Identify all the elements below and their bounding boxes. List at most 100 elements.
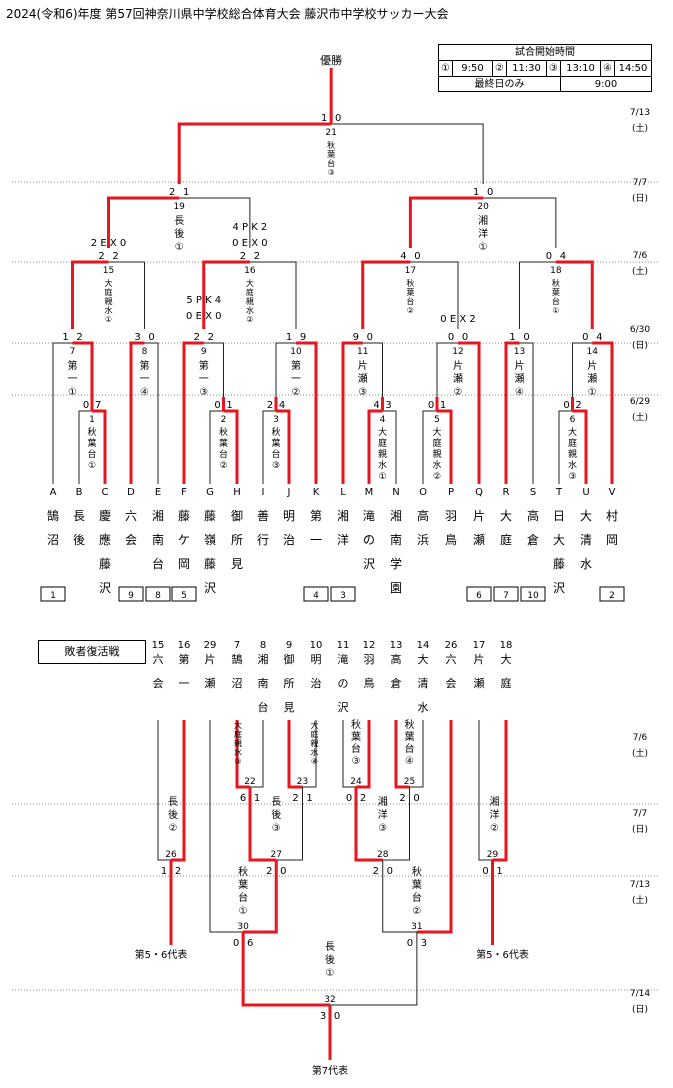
loser-name-5-char: 御	[284, 652, 295, 666]
score-left-m4: 4	[373, 400, 379, 411]
match-no-m30: 30	[237, 922, 249, 932]
team-name-T-char: 日	[553, 509, 565, 523]
venue-m3-char: 台	[271, 448, 280, 460]
venue-m13-char: 片	[515, 359, 525, 372]
venue-m25-char: 葉	[405, 730, 415, 743]
loser-name-12-char: 瀬	[474, 676, 485, 690]
team-letter-U: U	[582, 487, 589, 498]
match-no-m3: 3	[273, 415, 279, 425]
losers-title: 敗者復活戦	[38, 640, 146, 664]
venue-m18-char: 台	[552, 296, 560, 306]
score-left-m17: 4	[400, 251, 406, 262]
loser-name-4: 湘南台	[258, 652, 269, 714]
team-letter-F: F	[181, 487, 187, 498]
win-line-m21	[177, 122, 332, 184]
venue-m27-char: 後	[271, 808, 281, 821]
team-name-T-char: 大	[553, 533, 565, 547]
date-label-3: 6/30	[630, 325, 650, 335]
venue-m5-char: 親	[432, 448, 441, 460]
team-name-Q: 片瀬	[473, 509, 485, 547]
loser-name-2: 片瀬	[205, 653, 216, 690]
team-name-R-char: 大	[500, 509, 512, 523]
team-name-D-char: 会	[125, 533, 137, 547]
score-left-m22: 6	[240, 793, 246, 804]
schedule-final-label: 最終日のみ	[439, 77, 561, 92]
match-no-m22: 22	[244, 777, 255, 787]
venue-m17-char: ②	[407, 306, 414, 315]
venue-m6-char: 親	[568, 448, 577, 460]
venue-m14: 片瀬①	[587, 359, 597, 398]
loser-name-5-char: 所	[284, 677, 295, 690]
team-name-B: 長後	[73, 509, 85, 547]
venue-m24-char: 秋	[351, 718, 361, 731]
match-no-m10: 10	[290, 347, 302, 357]
venue-m25-char: 秋	[405, 718, 415, 731]
win-line-m20	[408, 196, 484, 248]
venue-m28-char: 湘	[378, 795, 388, 808]
team-letter-M: M	[365, 487, 374, 498]
venue-m6-char: 庭	[568, 437, 577, 449]
loser-no-4: 8	[260, 640, 266, 651]
seed-number-L: 3	[340, 591, 346, 601]
win-line-m7	[72, 341, 94, 397]
win-line-m17	[361, 260, 411, 329]
loser-name-2-char: 片	[205, 653, 216, 666]
venue-m21-char: 台	[327, 158, 335, 168]
team-letter-I: I	[262, 487, 265, 498]
venue-m21-char: ③	[328, 168, 335, 177]
team-letter-B: B	[76, 487, 83, 498]
venue-m16-char: 親	[246, 296, 254, 306]
team-letter-P: P	[448, 487, 454, 498]
venue-m11-char: ③	[358, 387, 367, 398]
loser-name-10: 大清水	[418, 652, 429, 714]
team-name-M-char: の	[363, 533, 375, 547]
venue-m24-char: ③	[352, 756, 361, 767]
score-left-m28: 2	[373, 866, 379, 877]
loser-name-4-char: 湘	[258, 652, 269, 666]
loser-date-label-1: 7/7	[633, 809, 647, 819]
team-letter-G: G	[206, 487, 214, 498]
score-left-m29: 0	[482, 866, 488, 877]
venue-m29: 湘洋②	[490, 795, 500, 834]
loser-no-6: 10	[310, 640, 323, 651]
match-no-m24: 24	[350, 777, 362, 787]
seed-number-F: 5	[181, 591, 187, 601]
score-right-m25: 0	[413, 793, 419, 804]
win-line-m9	[182, 341, 204, 484]
loser-day-label-0: (土)	[632, 747, 648, 759]
match-no-m17: 17	[405, 266, 416, 276]
seed-number-A: 1	[50, 591, 56, 601]
venue-m22-char: 水	[234, 747, 242, 757]
match-no-m28: 28	[377, 850, 389, 860]
venue-m23-char: 水	[311, 747, 319, 757]
loser-name-9: 高倉	[391, 652, 402, 690]
loser-name-11-char: 六	[446, 653, 457, 666]
team-name-T-char: 藤	[553, 557, 565, 571]
win-line-m28	[354, 787, 383, 862]
match-no-m14: 14	[587, 347, 599, 357]
win-line-m22	[235, 720, 250, 789]
seed-box-E	[145, 586, 171, 602]
match-no-m7: 7	[70, 347, 76, 357]
venue-m5-char: 庭	[432, 437, 441, 449]
loser-name-10-char: 水	[418, 701, 429, 714]
loser-no-2: 29	[204, 640, 217, 651]
venue-m26: 長後②	[168, 796, 178, 834]
team-name-J-char: 治	[283, 533, 295, 547]
score-right-m13: 0	[523, 332, 529, 343]
loser-name-1-char: 一	[179, 677, 190, 690]
score-left-m15: 2	[98, 251, 104, 262]
rep56-right-label: 第5・6代表	[476, 948, 529, 961]
venue-m4-char: 親	[378, 448, 387, 460]
team-name-M-char: 滝	[363, 509, 375, 523]
score-right-m21: 0	[335, 113, 341, 124]
loser-name-9-char: 高	[391, 652, 402, 666]
score-right-m11: 0	[367, 332, 373, 343]
score-right-m29: 1	[496, 866, 502, 877]
score-right-m26: 2	[175, 866, 181, 877]
day-label-1: (日)	[632, 193, 648, 204]
score-left-m9: 2	[194, 332, 200, 343]
team-name-C-char: 慶	[99, 509, 111, 523]
venue-m22-char: 庭	[234, 729, 242, 739]
